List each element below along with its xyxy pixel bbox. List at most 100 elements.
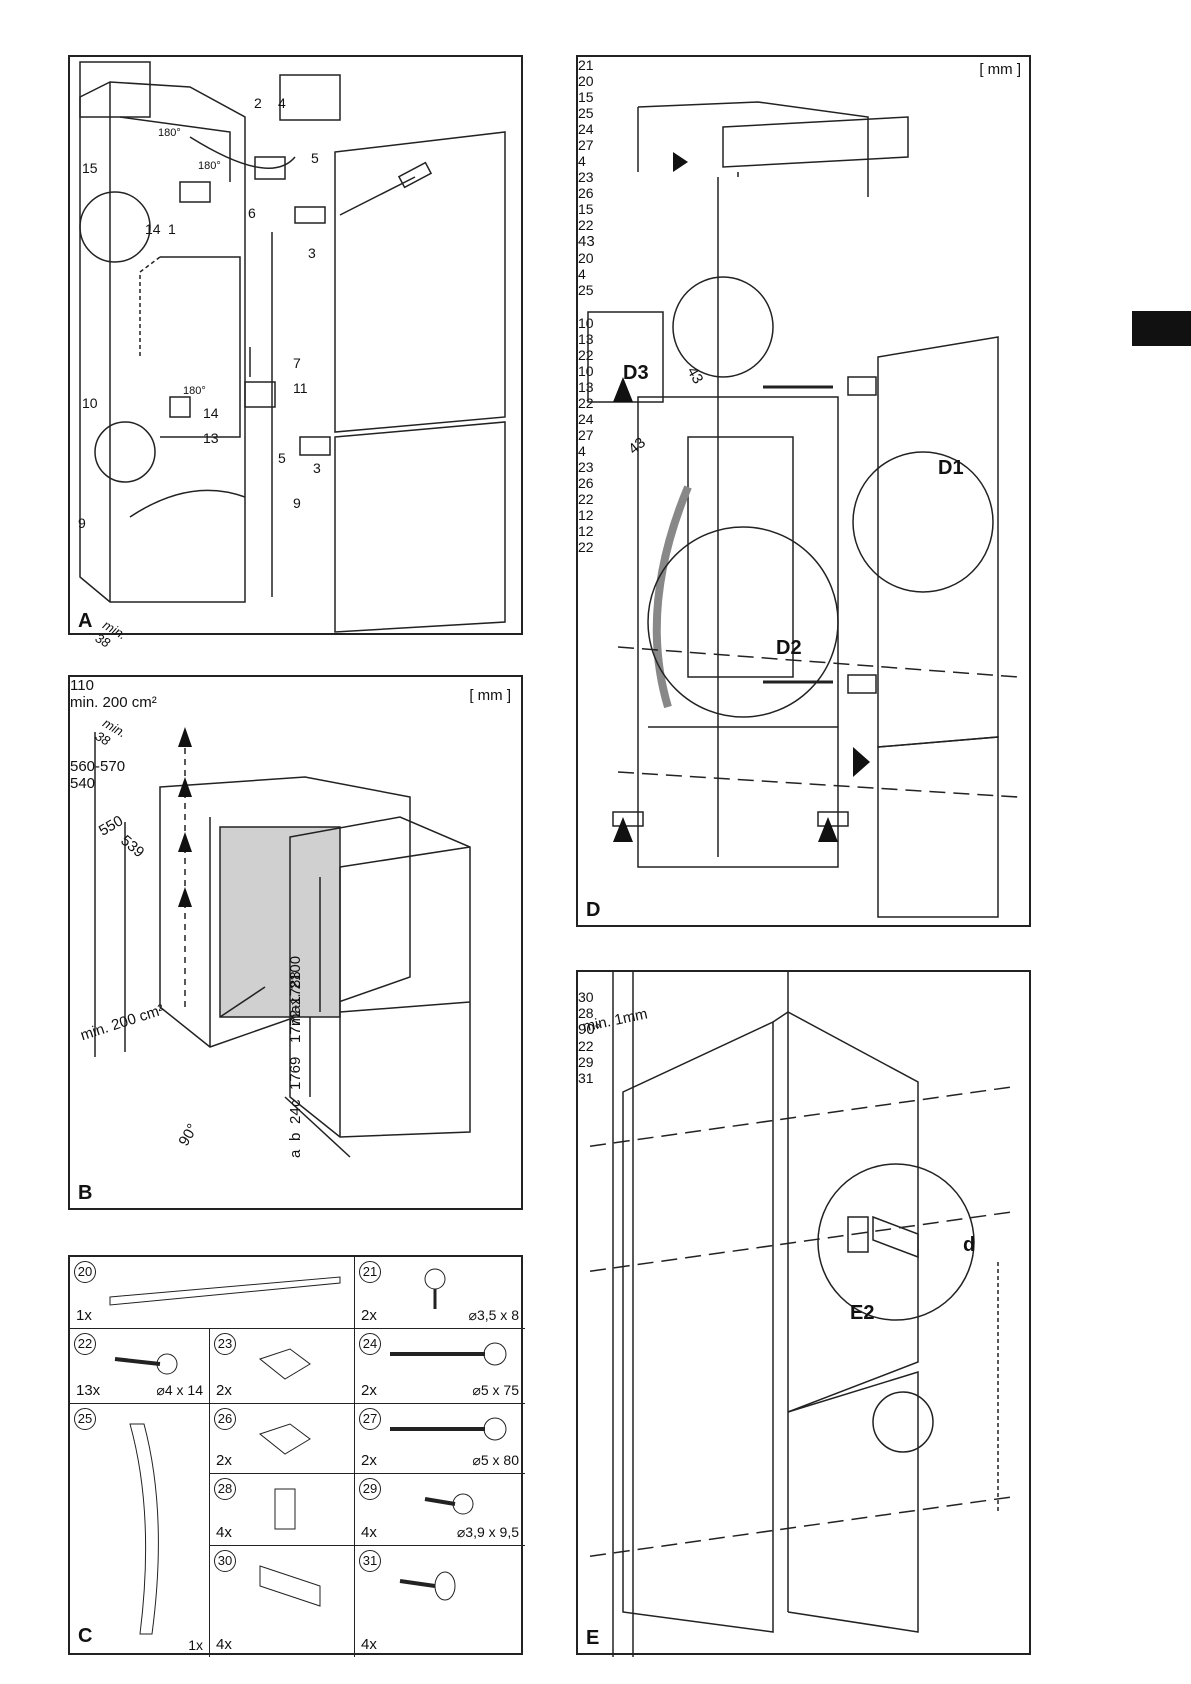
callout-4: 4 [278, 95, 286, 111]
part-cell-28: 28 4x [210, 1474, 355, 1546]
callout-5-top: 5 [311, 150, 319, 166]
callout-22-top: 22 [578, 217, 594, 233]
callout-22-right: 22 [578, 539, 594, 555]
part-cell-23: 23 2x [210, 1329, 355, 1404]
label-d2: D2 [776, 637, 802, 659]
bracket-28-icon [274, 1488, 296, 1530]
callout-27-top: 27 [578, 137, 594, 153]
callout-22-d2: 22 [578, 347, 594, 363]
callout-26-top: 26 [578, 185, 594, 201]
callout-20-d1: 20 [578, 250, 594, 266]
seal-25-icon [129, 1423, 159, 1635]
panel-b-drawing [94, 727, 471, 1158]
callout-5-bottom: 5 [278, 450, 286, 466]
screw-24-icon [390, 1342, 507, 1366]
callout-24-bottom: 24 [578, 411, 594, 427]
callout-14-bottom: 14 [203, 405, 219, 421]
callout-12-right: 12 [578, 523, 594, 539]
callout-10-a: 10 [82, 395, 98, 411]
part-cell-31: 31 4x [355, 1546, 525, 1657]
callout-21: 21 [578, 57, 594, 73]
panel-d-drawing [587, 101, 1019, 918]
dim-43-d1: 43 [578, 233, 595, 250]
panel-c-parts-table: 20 1x 21 2x ⌀3,5 x 8 22 13x ⌀4 x 14 23 2… [68, 1255, 525, 1657]
label-e2: E2 [850, 1302, 875, 1324]
callout-13: 13 [578, 379, 594, 395]
callout-23-top: 23 [578, 169, 594, 185]
callout-10-d2: 10 [578, 315, 594, 331]
angle-180-b: 180° [198, 160, 221, 172]
panel-d: [ mm ] 21 20 15 25 24 27 4 23 26 15 22 4… [576, 55, 1031, 927]
callout-13-a: 13 [203, 430, 219, 446]
callout-20-top: 20 [578, 73, 594, 89]
part-cell-24: 24 2x ⌀5 x 75 [355, 1329, 525, 1404]
cap-31-icon [399, 1571, 456, 1601]
angle-180-c: 180° [183, 385, 206, 397]
callout-22-e: 22 [578, 1038, 594, 1054]
callout-14-top: 14 [145, 221, 161, 237]
callout-26-bottom: 26 [578, 475, 594, 491]
callout-2: 2 [254, 95, 262, 111]
dim-d-label: d [963, 1234, 976, 1256]
callout-22-bottom: 22 [578, 395, 594, 411]
panel-b: [ mm ] 110 min. 200 cm² 550 min. 38 560-… [68, 617, 523, 1210]
callout-13-d2: 13 [578, 331, 594, 347]
panel-a: A [68, 55, 523, 635]
screw-22-icon [114, 1353, 178, 1375]
callout-6: 6 [248, 205, 256, 221]
callout-8: 9 [293, 495, 301, 511]
label-d1: D1 [938, 457, 964, 479]
dim-110: 110 [70, 677, 94, 694]
panel-a-callouts: 2 4 5 15 6 14 1 3 7 10 11 14 13 5 3 9 9 … [68, 55, 523, 635]
panel-e: min. 1mm 30 28 90° d 22 29 E2 31 E [576, 970, 1031, 1657]
callout-23-bottom: 23 [578, 459, 594, 475]
callout-4-d1: 4 [578, 266, 586, 282]
panel-d-label: D [586, 899, 601, 921]
panel-d-unit: [ mm ] [979, 61, 1021, 78]
screw-27-icon [390, 1417, 507, 1441]
label-d3: D3 [623, 362, 649, 384]
callout-28: 28 [578, 1005, 594, 1021]
callout-12-left: 12 [578, 507, 594, 523]
callout-15-inset: 15 [578, 89, 594, 105]
part-cell-26: 26 2x [210, 1404, 355, 1474]
callout-22-left: 22 [578, 491, 594, 507]
part-cell-30: 30 4x [210, 1546, 355, 1657]
callout-10: 10 [578, 363, 594, 379]
callout-7: 7 [293, 355, 301, 371]
part-cell-22: 22 13x ⌀4 x 14 [70, 1329, 210, 1404]
angle-180-a: 180° [158, 127, 181, 139]
plate-30-icon [259, 1565, 321, 1607]
panel-a-label: A [78, 610, 93, 632]
callout-25-mid: 25 [578, 282, 594, 298]
angle-90-label: 90° [578, 1021, 601, 1038]
section-tab-marker [1132, 311, 1191, 346]
clip-23-icon [258, 1348, 311, 1380]
screw-21-icon [424, 1268, 446, 1309]
dim-560-570: 560-570 [70, 758, 126, 775]
callout-15: 15 [578, 201, 594, 217]
callout-3-bottom: 3 [313, 460, 321, 476]
callout-9: 9 [78, 515, 86, 531]
panel-a-drawing [79, 61, 506, 633]
callout-4-top: 4 [578, 153, 586, 169]
part-cell-21: 21 2x ⌀3,5 x 8 [355, 1257, 525, 1329]
callout-3-top: 3 [308, 245, 316, 261]
part-cell-25: 25 1x [70, 1404, 210, 1657]
callout-29: 29 [578, 1054, 594, 1070]
part-cell-27: 27 2x ⌀5 x 80 [355, 1404, 525, 1474]
rail-20-icon [109, 1276, 341, 1306]
callout-24-top: 24 [578, 121, 594, 137]
callout-15-a: 15 [82, 160, 98, 176]
dim-540: 540 [70, 775, 96, 792]
panel-b-label: B [78, 1182, 93, 1204]
panel-c-label: C [78, 1625, 93, 1647]
callout-1: 1 [168, 221, 176, 237]
callout-31: 31 [578, 1070, 594, 1086]
screw-29-icon [424, 1493, 474, 1515]
panel-b-unit: [ mm ] [469, 687, 511, 704]
vent-top-label: min. 200 cm² [70, 694, 157, 711]
panel-e-label: E [586, 1627, 600, 1649]
callout-11: 11 [293, 380, 308, 396]
callout-4-bottom: 4 [578, 443, 586, 459]
